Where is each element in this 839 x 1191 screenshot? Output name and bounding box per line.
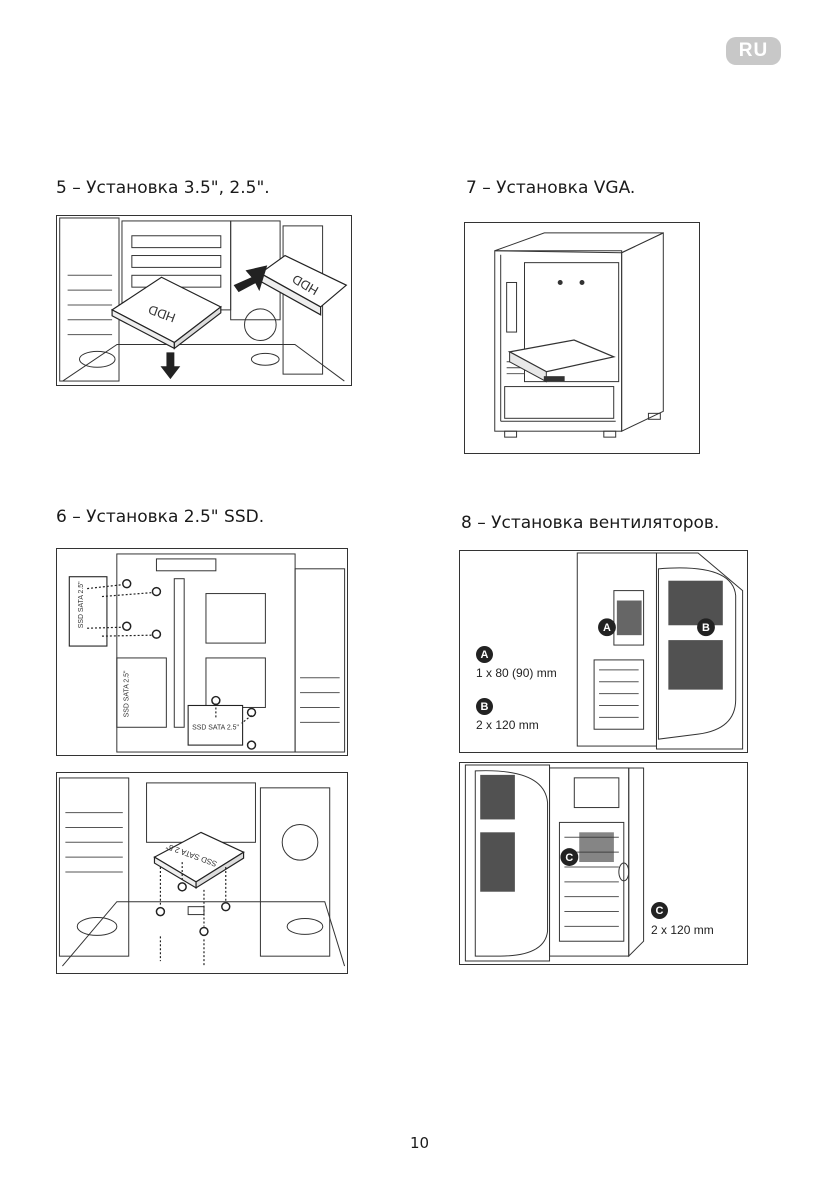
legend-a-icon: A (476, 646, 493, 663)
section-7-title: 7 – Установка VGA. (466, 178, 636, 198)
figure-vga-install (464, 222, 700, 454)
section-5-title: 5 – Установка 3.5", 2.5". (56, 178, 270, 198)
figure-fan-install-side: C (459, 762, 748, 965)
marker-c-icon (560, 848, 579, 866)
marker-b-label: B (702, 622, 710, 634)
ssd-side-illustration: SSD SATA 2.5" SSD SATA 2.5" SSD SATA 2.5… (68, 553, 346, 753)
marker-c-label: C (565, 852, 573, 864)
marker-a-label: A (603, 622, 611, 634)
section-6-title: 6 – Установка 2.5" SSD. (56, 507, 265, 527)
legend-c-text: 2 x 120 mm (651, 923, 714, 937)
figure-ssd-install-floor: SSD SATA 2.5" (56, 772, 348, 974)
language-badge: RU (726, 37, 781, 65)
fan-side-illustration: C (464, 764, 645, 962)
ssd-label-left: SSD SATA 2.5" (78, 581, 85, 628)
marker-a-icon (598, 618, 616, 637)
arrow-left-icon (233, 265, 268, 293)
figure-fan-install-front: A B (459, 550, 748, 753)
legend-b-text: 2 x 120 mm (476, 718, 539, 732)
page-number: 10 (409, 1134, 430, 1152)
section-8-title: 8 – Установка вентиляторов. (461, 513, 720, 533)
ssd-label-bottom: SSD SATA 2.5" (192, 724, 239, 731)
fan-front-illustration: A B (576, 552, 744, 750)
marker-b-icon (697, 618, 715, 637)
ssd-floor-illustration: SSD SATA 2.5" (58, 777, 346, 967)
figure-ssd-install-side: SSD SATA 2.5" SSD SATA 2.5" SSD SATA 2.5… (56, 548, 348, 756)
hdd-install-illustration: HDD HDD (59, 217, 348, 382)
arrow-down-icon (160, 352, 181, 380)
legend-b-icon: B (476, 698, 493, 715)
figure-hdd-install: HDD HDD (56, 215, 352, 386)
legend-a-text: 1 x 80 (90) mm (476, 666, 557, 680)
vga-install-illustration (494, 232, 664, 438)
legend-c-icon: C (651, 902, 668, 919)
ssd-label-mid: SSD SATA 2.5" (124, 670, 131, 717)
